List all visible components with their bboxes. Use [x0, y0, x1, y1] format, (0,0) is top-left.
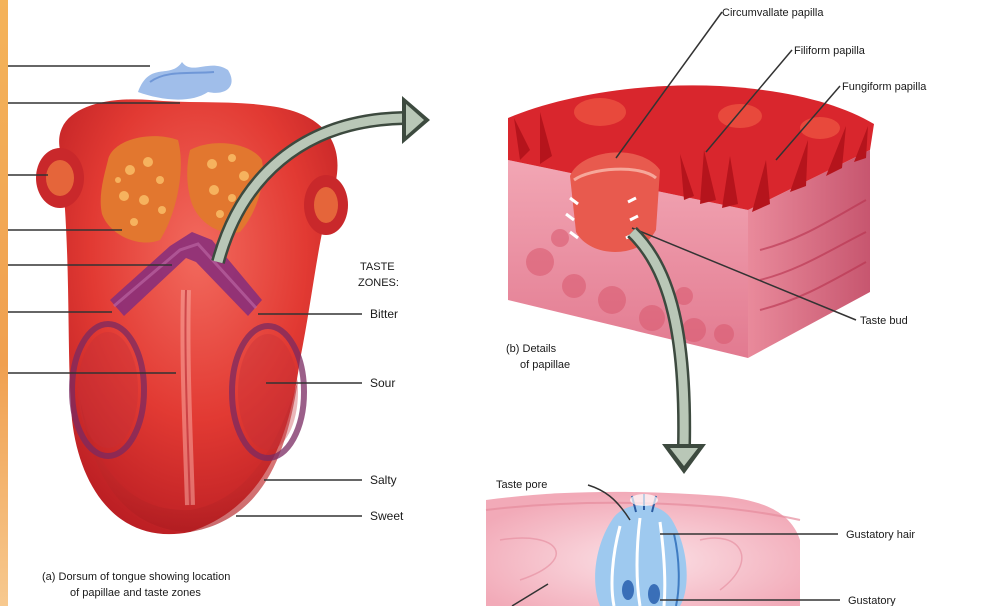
papillae-block-illustration — [508, 85, 874, 358]
caption-a-line1: (a) Dorsum of tongue showing location — [42, 571, 230, 583]
page-edge-strip — [0, 0, 8, 606]
label-filiform-papilla: Filiform papilla — [794, 45, 866, 57]
label-sweet: Sweet — [370, 509, 404, 523]
label-bitter: Bitter — [370, 307, 398, 321]
circumvallate-mound — [570, 152, 660, 252]
label-fungiform-papilla: Fungiform papilla — [842, 81, 927, 93]
caption-b-line1: (b) Details — [506, 343, 557, 355]
label-circumvallate-papilla: Circumvallate papilla — [722, 7, 824, 19]
taste-zones-heading-line2: ZONES: — [358, 277, 399, 289]
caption-b-line2: of papillae — [520, 359, 570, 371]
label-gustatory-hair: Gustatory hair — [846, 529, 915, 541]
label-gustatory: Gustatory — [848, 595, 896, 606]
tongue-illustration — [36, 62, 348, 534]
label-sour: Sour — [370, 376, 395, 390]
label-taste-bud: Taste bud — [860, 315, 908, 327]
label-salty: Salty — [370, 473, 397, 487]
label-taste-pore: Taste pore — [496, 479, 547, 491]
caption-a-line2: of papillae and taste zones — [70, 587, 201, 599]
taste-bud-closeup — [486, 492, 800, 606]
taste-zones-heading-line1: TASTE — [360, 261, 395, 273]
